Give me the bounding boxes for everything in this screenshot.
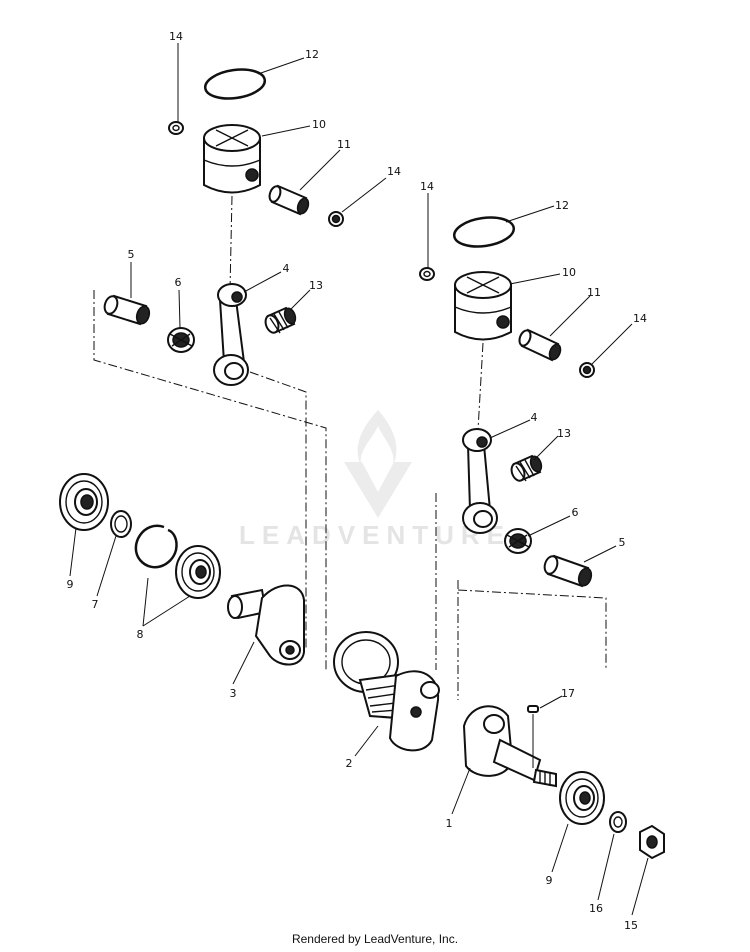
lock-washer (609, 811, 627, 833)
callout-labels: 14 12 10 11 14 5 6 4 13 14 12 10 11 14 4… (67, 30, 648, 932)
callout-14: 14 (387, 165, 401, 178)
watermark-v-icon (344, 462, 412, 518)
callout-15: 15 (624, 919, 638, 932)
callout-5: 5 (128, 248, 135, 261)
piston-pin-clip-left-b (328, 211, 344, 227)
woodruff-key (527, 705, 539, 713)
left-piston-assembly (93, 68, 344, 670)
crankshaft-center-section (333, 631, 440, 752)
connecting-rod-left (213, 283, 249, 386)
big-end-bearing-right (504, 528, 532, 554)
small-end-bearing-left (264, 306, 297, 334)
callout-4: 4 (531, 411, 538, 424)
piston-pin-left (268, 184, 310, 216)
crankshaft-assembly (59, 473, 665, 860)
crankshaft-right-half (462, 705, 557, 788)
callout-11: 11 (337, 138, 351, 151)
callout-14: 14 (420, 180, 434, 193)
callout-14: 14 (169, 30, 183, 43)
callout-9: 9 (67, 578, 74, 591)
main-bearing-center (175, 545, 221, 599)
callout-12: 12 (305, 48, 319, 61)
callout-7: 7 (92, 598, 99, 611)
connecting-rod-right (462, 428, 498, 534)
callout-2: 2 (346, 757, 353, 770)
footer-credit: Rendered by LeadVenture, Inc. (291, 932, 459, 946)
piston-pin-clip-right-b (579, 362, 595, 378)
crank-pin-right (543, 554, 593, 588)
piston-pin-clip-right-a (419, 267, 435, 281)
crankshaft-left-half (227, 584, 305, 666)
callout-9: 9 (546, 874, 553, 887)
spacer-ring (110, 510, 132, 538)
crank-pin-left (103, 294, 151, 326)
piston-pin-right (518, 328, 562, 362)
callout-13: 13 (309, 279, 323, 292)
callout-3: 3 (230, 687, 237, 700)
callout-6: 6 (572, 506, 579, 519)
callout-11: 11 (587, 286, 601, 299)
piston-ring-left (203, 68, 267, 100)
piston-left (203, 124, 261, 194)
callout-5: 5 (619, 536, 626, 549)
main-bearing-left (59, 473, 109, 531)
piston-pin-clip-left-a (168, 121, 184, 135)
callout-14: 14 (633, 312, 647, 325)
callout-17: 17 (561, 687, 575, 700)
small-end-bearing-right (510, 454, 543, 482)
callout-8: 8 (137, 628, 144, 641)
watermark-text: LEADVENTURE (239, 520, 511, 550)
callout-16: 16 (589, 902, 603, 915)
crankshaft-nut (639, 824, 665, 860)
big-end-bearing-left (167, 327, 195, 353)
main-bearing-right (559, 771, 605, 825)
callout-4: 4 (283, 262, 290, 275)
watermark: LEADVENTURE (239, 410, 511, 550)
callout-10: 10 (312, 118, 326, 131)
watermark-flame-icon (357, 410, 397, 468)
callout-13: 13 (557, 427, 571, 440)
piston-right (454, 271, 512, 341)
callout-1: 1 (446, 817, 453, 830)
callout-6: 6 (175, 276, 182, 289)
leader-lines (69, 43, 649, 916)
right-piston-assembly (419, 216, 607, 700)
callout-10: 10 (562, 266, 576, 279)
circlip (134, 524, 178, 569)
piston-ring-right (452, 216, 516, 248)
callout-12: 12 (555, 199, 569, 212)
